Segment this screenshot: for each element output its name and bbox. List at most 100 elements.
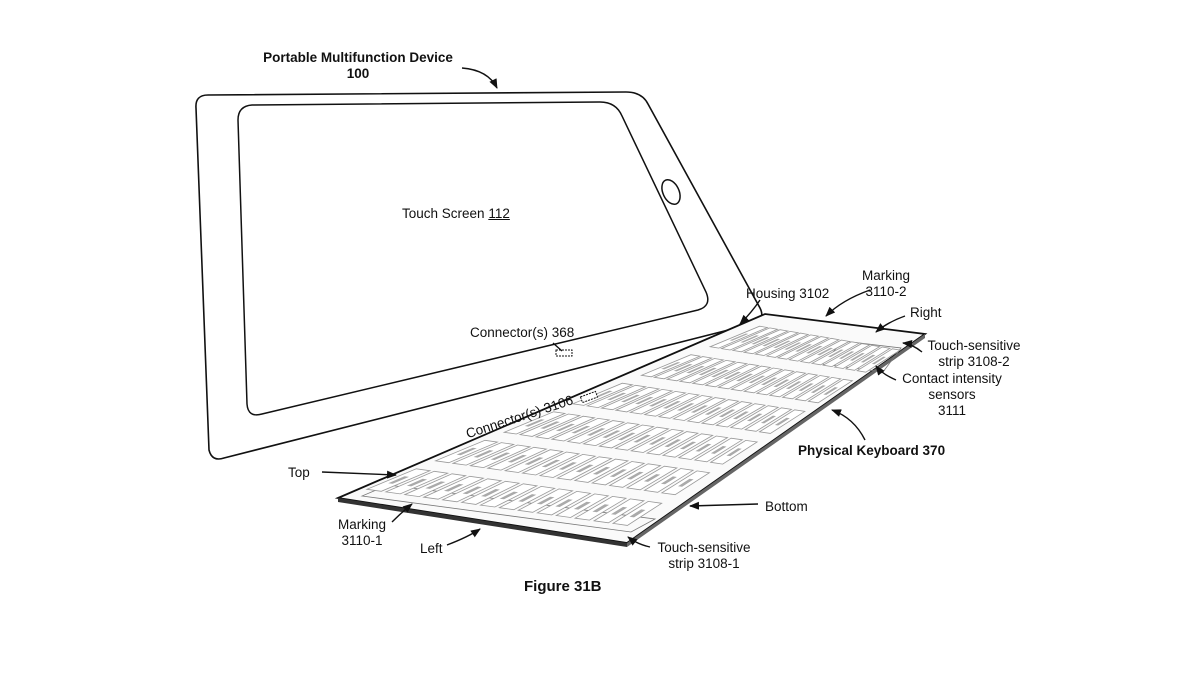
strip-2-line2: strip 3108-2 xyxy=(938,354,1010,369)
arrow-keyboard xyxy=(831,409,866,441)
marking-3110-2-label: Marking 3110-2 xyxy=(862,268,910,300)
key-glyph xyxy=(635,396,654,405)
key-glyph xyxy=(586,428,606,436)
physical-keyboard xyxy=(334,313,928,547)
key-glyph xyxy=(740,335,759,343)
connector-368-port xyxy=(555,349,573,357)
key-glyph xyxy=(425,481,446,489)
arrow-strip-1 xyxy=(627,536,651,548)
key-glyph xyxy=(575,464,594,473)
device-title-line1: Portable Multifunction Device xyxy=(263,50,453,65)
contact-intensity-sensors-label: Contact intensity sensors 3111 xyxy=(902,371,1002,419)
key-glyph xyxy=(643,474,661,482)
arrow-bottom xyxy=(689,501,759,510)
touch-screen-area xyxy=(237,101,709,416)
arrow-strip-2 xyxy=(902,340,923,353)
key-glyph xyxy=(664,439,682,448)
key-glyph xyxy=(536,496,555,505)
key-glyph xyxy=(711,369,729,378)
figure-caption: Figure 31B xyxy=(524,578,602,595)
key-glyph xyxy=(621,394,640,403)
key-glyph xyxy=(774,417,790,426)
marking-1-line2: 3110-1 xyxy=(341,533,383,548)
key-glyph xyxy=(810,385,826,393)
arrow-right xyxy=(875,315,906,333)
key-glyph xyxy=(704,407,722,415)
key-glyph xyxy=(473,450,494,458)
key-glyph xyxy=(729,333,749,341)
key-glyph xyxy=(648,399,668,407)
keyboard-right-edge xyxy=(627,334,925,547)
marking-1-line1: Marking xyxy=(337,517,387,532)
sensors-line1: Contact intensity xyxy=(902,371,1002,386)
key-glyph xyxy=(686,365,705,374)
key-glyph xyxy=(732,411,749,420)
key-glyph xyxy=(676,403,695,411)
arrow-marking-2 xyxy=(825,289,871,317)
key-glyph xyxy=(746,413,763,422)
key-glyph xyxy=(798,383,814,391)
strip-1-line1: Touch-sensitive xyxy=(657,540,751,555)
key-glyph xyxy=(617,432,636,441)
key-glyph xyxy=(555,423,575,432)
key-glyph xyxy=(784,342,802,350)
key-glyph xyxy=(555,499,573,507)
arrow-left xyxy=(446,528,481,546)
key-glyph xyxy=(462,486,482,495)
marking-2-line1: Marking xyxy=(861,268,911,283)
strip-3108-1-label: Touch-sensitive strip 3108-1 xyxy=(657,540,750,572)
strip-2-line1: Touch-sensitive xyxy=(927,338,1021,353)
arrow-marking-1 xyxy=(391,503,413,523)
key-glyph xyxy=(762,338,781,347)
device-title: Portable Multifunction Device 100 xyxy=(263,50,453,82)
marking-2-line2: 3110-2 xyxy=(865,284,907,299)
key-glyph xyxy=(673,364,693,372)
key-glyph xyxy=(698,367,717,376)
key-glyph xyxy=(678,478,694,487)
device-title-line2: 100 xyxy=(346,66,370,81)
touch-screen-label: Touch Screen 112 xyxy=(402,206,510,222)
marking-3110-1-label: Marking 3110-1 xyxy=(338,517,386,549)
key-glyph xyxy=(481,489,500,497)
key-glyph xyxy=(828,349,844,358)
key-glyph xyxy=(795,344,812,352)
key-glyph xyxy=(690,405,708,413)
key-glyph xyxy=(609,469,627,477)
key-glyph xyxy=(849,353,865,361)
top-label: Top xyxy=(288,465,310,480)
key-glyph xyxy=(592,504,610,513)
key-glyph xyxy=(593,390,613,398)
key-glyph xyxy=(871,356,886,365)
key-glyph xyxy=(860,354,876,363)
physical-keyboard-label: Physical Keyboard 370 xyxy=(798,443,946,458)
key-glyph xyxy=(611,506,628,515)
key-glyph xyxy=(499,491,519,500)
arrow-housing xyxy=(739,299,761,325)
arrow-connector-368 xyxy=(552,342,563,352)
key-glyph xyxy=(456,447,477,456)
key-glyph xyxy=(629,509,646,518)
key-glyph xyxy=(679,441,697,450)
touch-screen-number: 112 xyxy=(488,206,510,221)
arrow-sensors xyxy=(875,365,897,381)
key-glyph xyxy=(443,483,464,492)
housing-label: Housing 3102 xyxy=(746,286,830,301)
connector-368-label: Connector(s) 368 xyxy=(470,325,575,340)
key-glyph xyxy=(592,466,611,475)
right-label: Right xyxy=(910,305,942,320)
arrow-top xyxy=(321,470,397,479)
key-glyph xyxy=(648,437,666,445)
key-glyph xyxy=(710,446,727,454)
key-glyph xyxy=(524,419,545,427)
key-glyph xyxy=(626,471,644,480)
leader-lines xyxy=(321,67,923,548)
key-glyph xyxy=(751,337,770,345)
key-glyph xyxy=(761,377,778,386)
key-glyph xyxy=(661,362,681,370)
key-glyph xyxy=(633,434,651,443)
home-button-icon xyxy=(661,178,681,206)
sensors-line3: 3111 xyxy=(937,403,967,418)
arrow-device xyxy=(461,67,498,89)
key-glyph xyxy=(662,401,681,409)
